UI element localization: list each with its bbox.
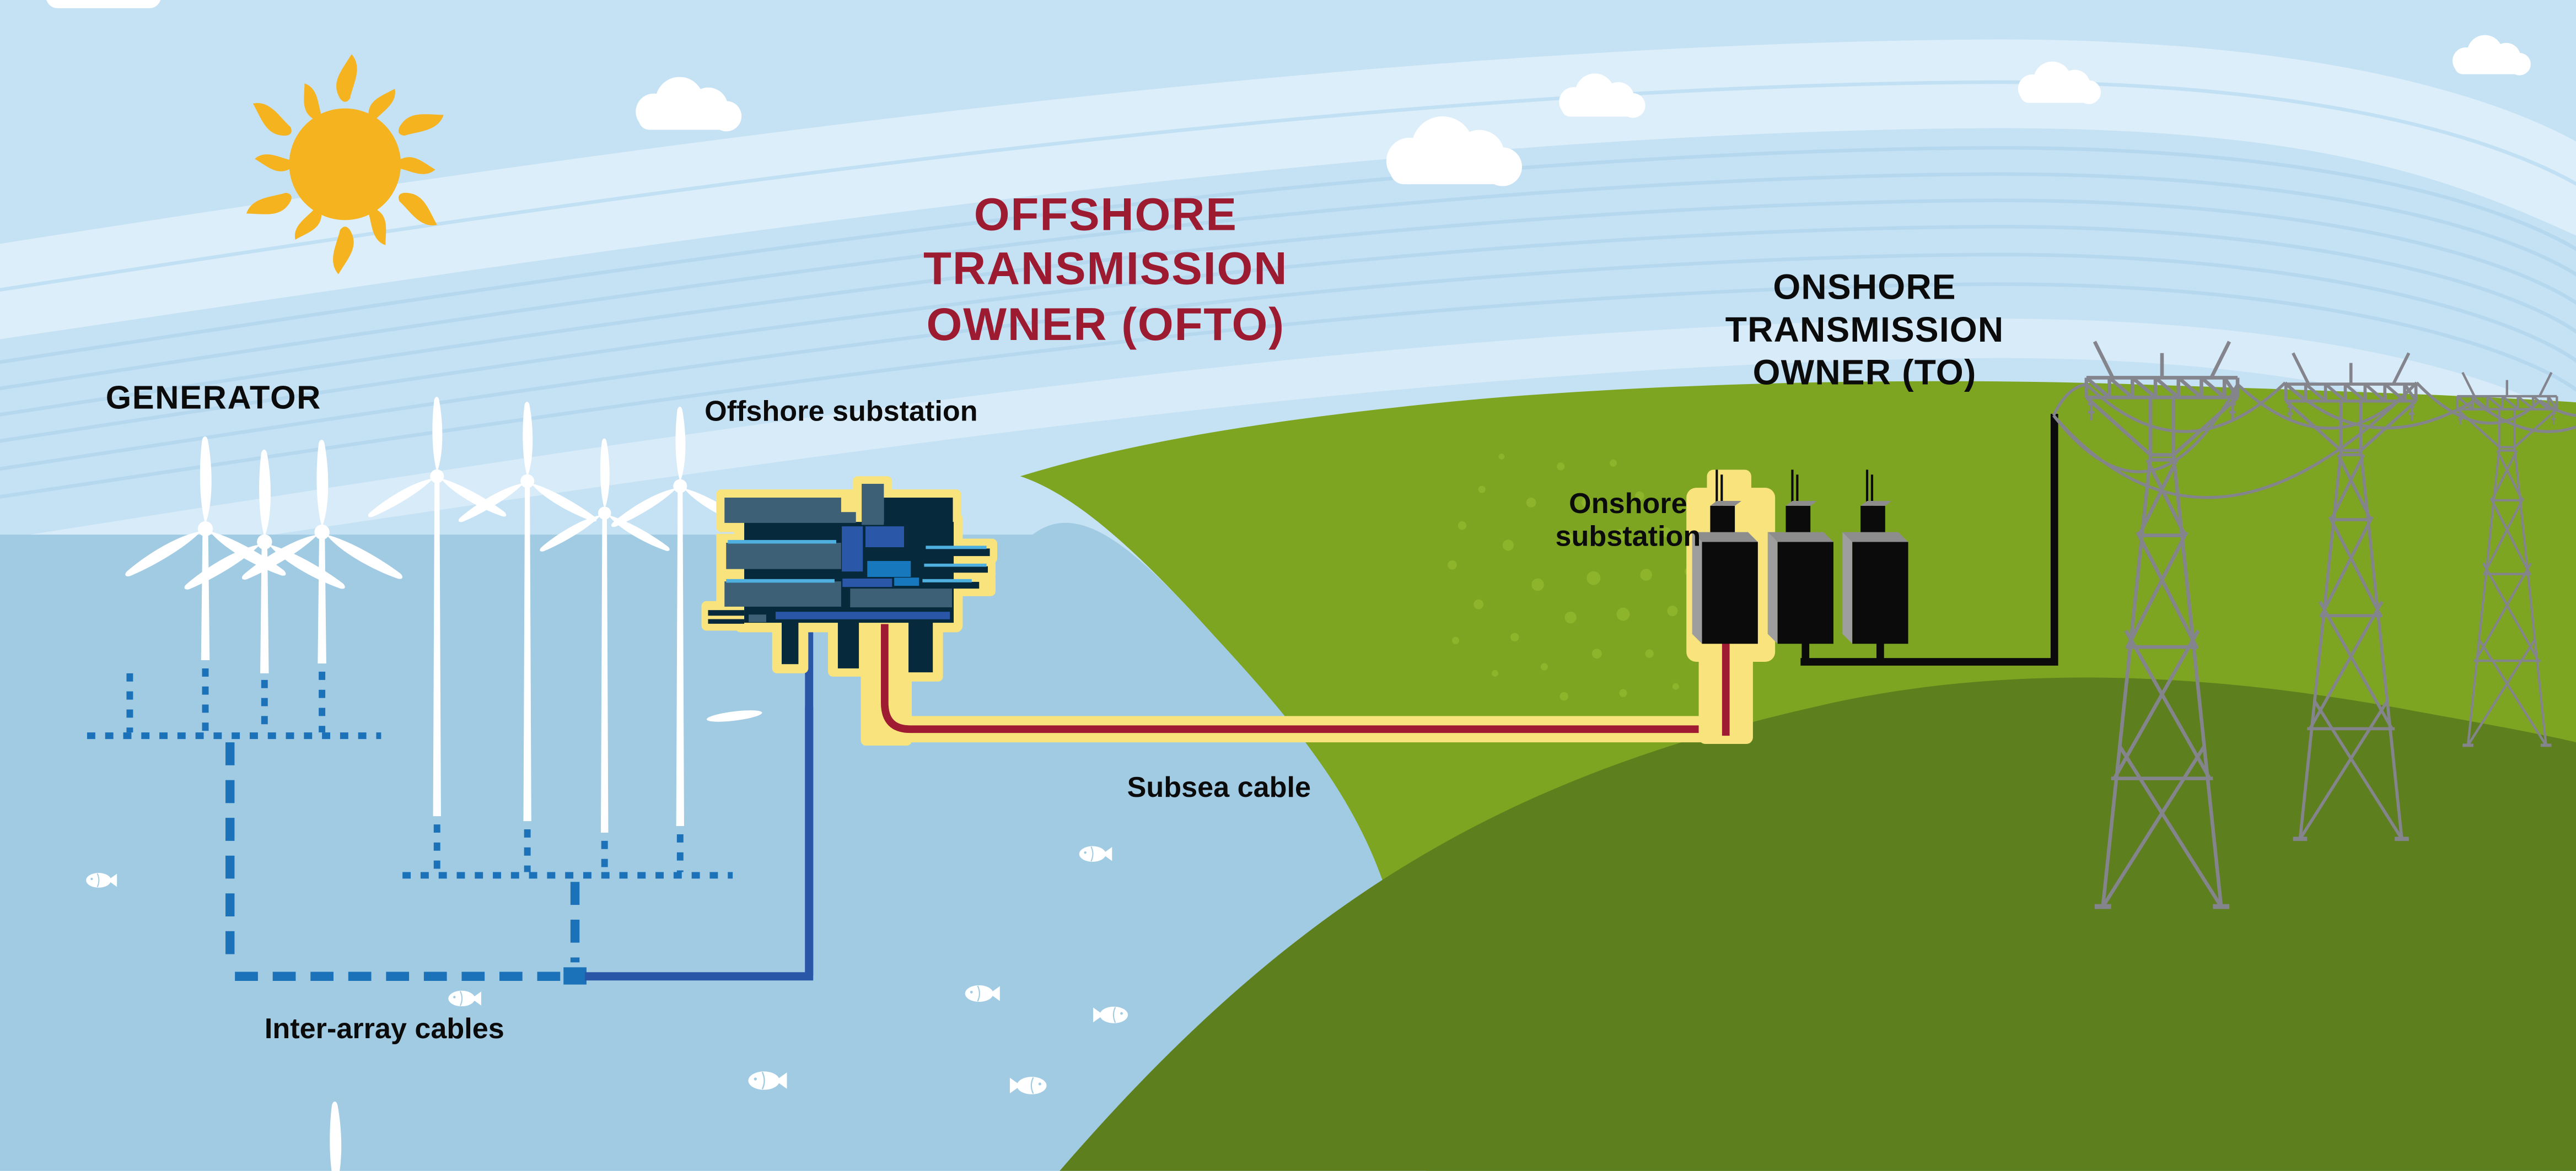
ofto-title-line1: OFFSHORE bbox=[974, 188, 1238, 240]
to-title-line1: ONSHORE bbox=[1773, 267, 1956, 307]
onshore-cable-black bbox=[1800, 414, 2058, 666]
land-dark-green-foreground bbox=[1060, 677, 2576, 1171]
clouds bbox=[46, 0, 2531, 186]
to-title: ONSHORE TRANSMISSION OWNER (TO) bbox=[1725, 266, 2004, 394]
offshore-substation-icon bbox=[701, 476, 997, 746]
to-title-line3: OWNER (TO) bbox=[1752, 353, 1977, 393]
offshore-substation-label: Offshore substation bbox=[704, 394, 978, 428]
onshore-substation-label-line2: substation bbox=[1555, 519, 1701, 552]
ofto-title-line2: TRANSMISSION bbox=[923, 244, 1288, 295]
sea-life bbox=[85, 710, 1129, 1095]
inter-array-cables bbox=[87, 668, 733, 985]
cloud-icon bbox=[46, 0, 161, 8]
subsea-cable-label: Subsea cable bbox=[1127, 770, 1311, 803]
ofto-title-line3: OWNER (OFTO) bbox=[926, 298, 1285, 349]
inter-array-cables-label: Inter-array cables bbox=[264, 1012, 504, 1045]
onshore-substation-icon bbox=[1686, 414, 2058, 744]
onshore-substation-label-line1: Onshore bbox=[1569, 487, 1687, 520]
generator-label: GENERATOR bbox=[105, 380, 322, 417]
wave-ripple-icon bbox=[706, 710, 762, 722]
cable-junction bbox=[563, 967, 587, 985]
sun-icon bbox=[244, 54, 447, 274]
transmission-pylons bbox=[2052, 342, 2576, 906]
sea bbox=[0, 522, 1429, 1171]
to-title-line2: TRANSMISSION bbox=[1725, 310, 2004, 350]
power-lines bbox=[2052, 381, 2576, 499]
ofto-title: OFFSHORE TRANSMISSION OWNER (OFTO) bbox=[923, 187, 1288, 352]
onshore-substation-label: Onshore substation bbox=[1556, 488, 1701, 553]
